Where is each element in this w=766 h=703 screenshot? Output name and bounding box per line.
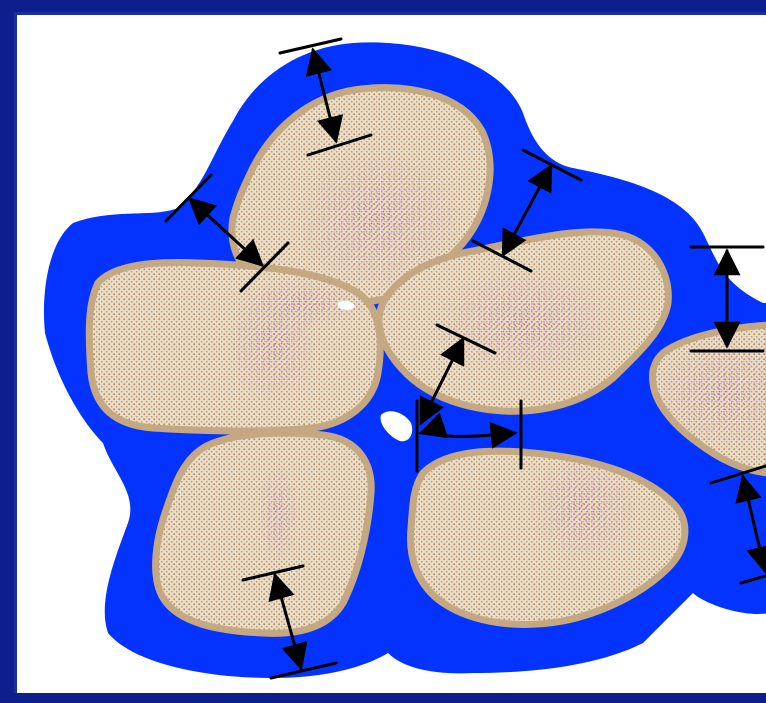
film-thickness-upper-right xyxy=(471,148,583,273)
soil-water-film-diagram xyxy=(17,15,766,693)
pore-bubble xyxy=(338,300,355,310)
diagram-panel xyxy=(14,12,766,693)
film-thickness-lower-right xyxy=(709,464,766,585)
film-thickness-top xyxy=(278,37,373,157)
pore-bubbles xyxy=(338,300,413,442)
film-thickness-pore xyxy=(415,323,523,473)
film-thickness-right xyxy=(689,245,765,353)
measurements xyxy=(164,37,766,680)
film-thickness-left xyxy=(164,173,290,293)
film-thickness-bottom xyxy=(241,564,338,680)
pore-bubble xyxy=(380,411,413,442)
mineral-stain xyxy=(17,15,766,693)
